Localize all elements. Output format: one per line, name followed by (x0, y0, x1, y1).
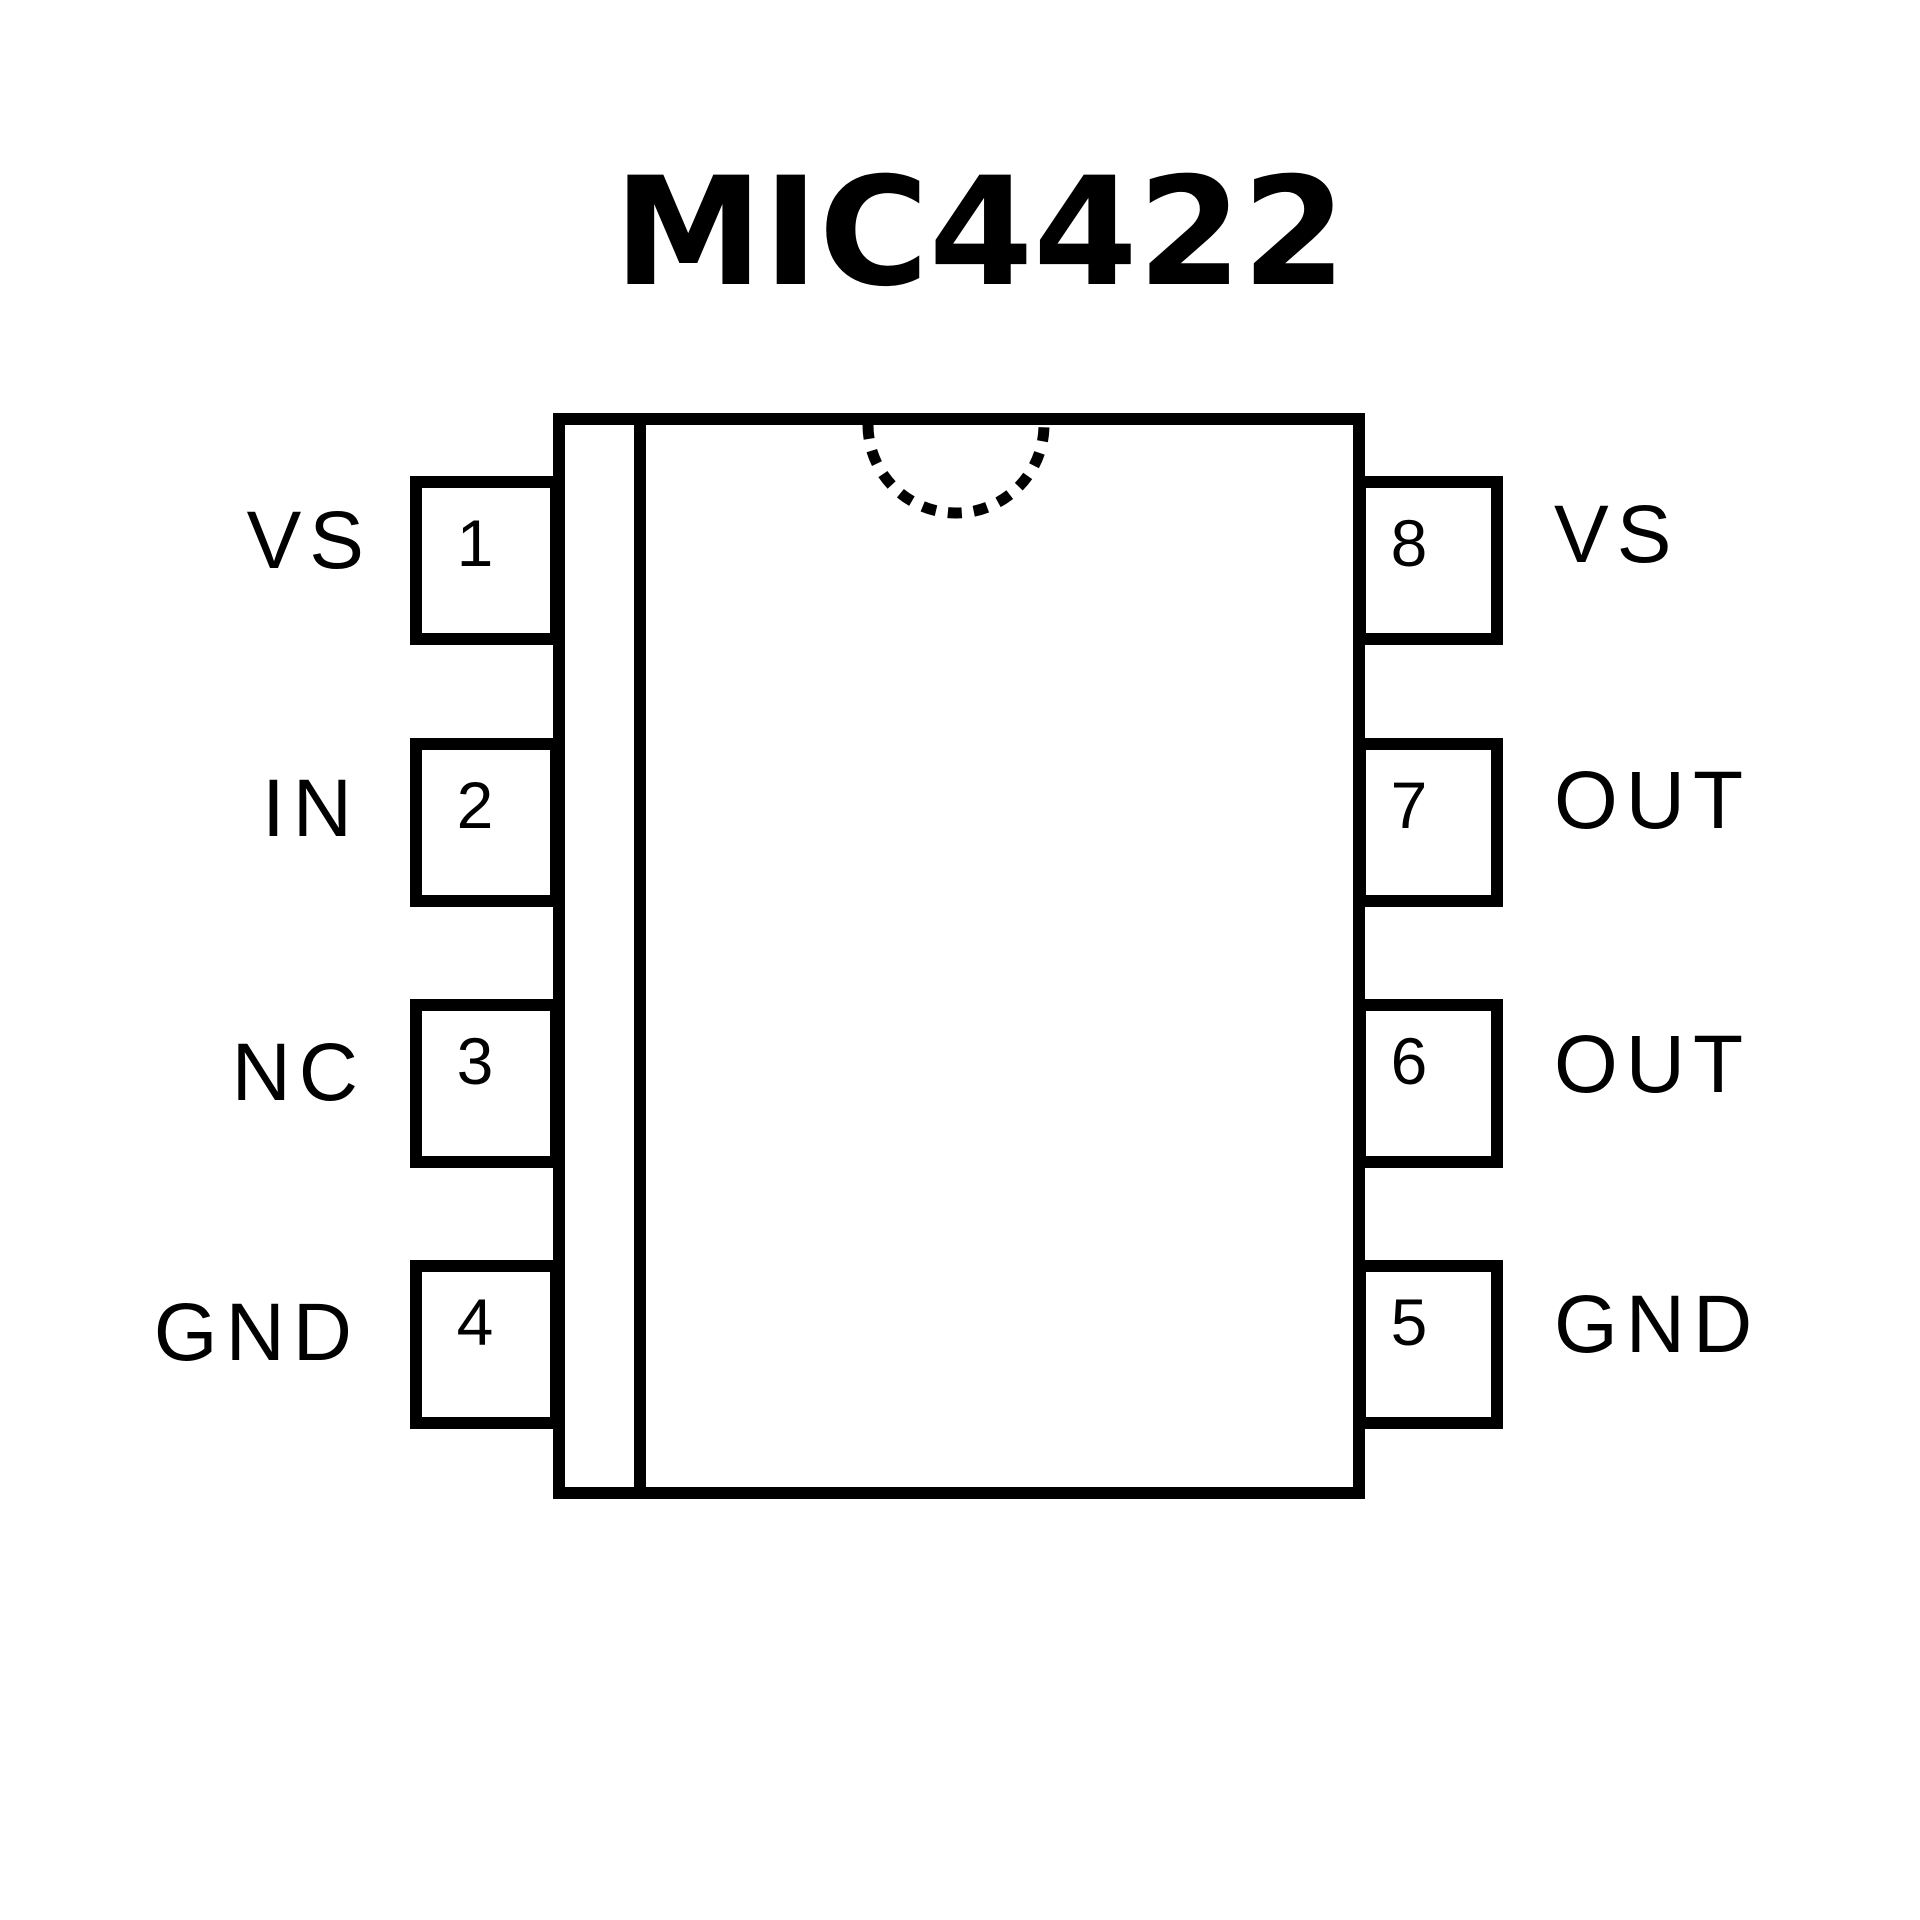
pin-number: 4 (457, 1285, 494, 1359)
pin-8-pad (1354, 476, 1503, 645)
pin-label: NC (232, 1027, 366, 1118)
pin-7-pad (1354, 738, 1503, 907)
chip-body (553, 413, 1365, 1499)
pin-label: OUT (1554, 755, 1751, 846)
pin-label: IN (262, 763, 360, 854)
pin-label: VS (247, 495, 372, 586)
pin-number: 7 (1391, 768, 1428, 842)
pin-number: 2 (457, 768, 494, 842)
pin-6-pad (1354, 999, 1503, 1168)
pin-number: 5 (1391, 1285, 1428, 1359)
pin-number: 3 (457, 1024, 494, 1098)
pin-5-pad (1354, 1260, 1503, 1429)
chip-title: MIC4422 (614, 146, 1347, 320)
pin-number: 1 (457, 506, 494, 580)
orientation-notch (862, 424, 1050, 519)
pin-label: OUT (1554, 1019, 1751, 1110)
pin-label: GND (1554, 1279, 1760, 1370)
pin-number: 8 (1391, 506, 1428, 580)
pin-label: GND (154, 1287, 360, 1378)
pin-number: 6 (1391, 1024, 1428, 1098)
pin-label: VS (1554, 489, 1679, 580)
